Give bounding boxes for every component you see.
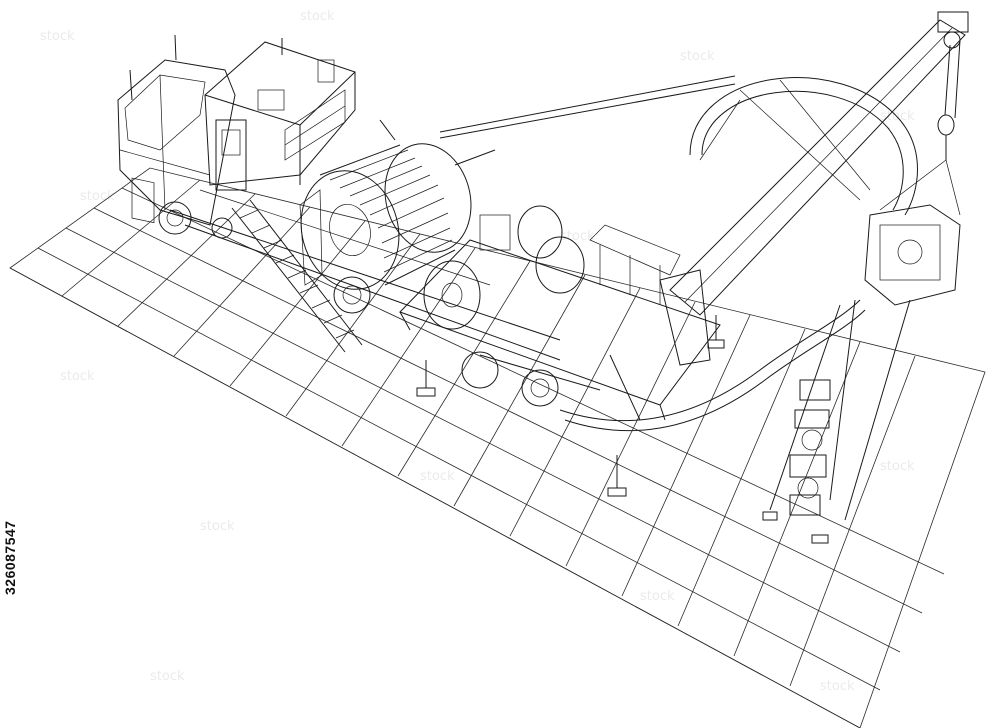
gooseneck-arch bbox=[689, 77, 918, 216]
svg-text:stock: stock bbox=[640, 589, 675, 604]
wellhead-pad-1 bbox=[762, 511, 778, 521]
truck-cab bbox=[117, 34, 236, 239]
boom-pulley bbox=[943, 31, 961, 49]
svg-text:stock: stock bbox=[680, 49, 715, 64]
svg-text:stock: stock bbox=[300, 9, 335, 24]
svg-text:stock: stock bbox=[150, 669, 185, 684]
injector-head bbox=[769, 204, 961, 521]
svg-text:stock: stock bbox=[200, 519, 235, 534]
rear-wheel-2 bbox=[461, 351, 499, 389]
rear-wheel-1 bbox=[333, 276, 371, 314]
main-cable-reel bbox=[299, 119, 496, 290]
ground-grid bbox=[9, 167, 986, 728]
svg-text:stock: stock bbox=[420, 469, 455, 484]
trailer-deck bbox=[399, 205, 721, 421]
cabin-window bbox=[317, 59, 335, 83]
bop-stack bbox=[762, 379, 831, 544]
crane-boom bbox=[659, 11, 969, 366]
svg-text:stock: stock bbox=[80, 189, 115, 204]
rear-wheel-3 bbox=[521, 369, 559, 407]
hose-reel-3 bbox=[535, 236, 585, 294]
hose-reel-2 bbox=[517, 205, 563, 259]
svg-text:stock: stock bbox=[560, 229, 595, 244]
outrigger-pad-2 bbox=[607, 487, 627, 497]
cabin-door bbox=[215, 119, 247, 191]
svg-text:stock: stock bbox=[820, 679, 855, 694]
watermark-layer: stock stock stock stock stock stock stoc… bbox=[40, 9, 915, 694]
stock-image-id: 326087547 bbox=[2, 520, 18, 595]
outrigger-pad-1 bbox=[416, 387, 436, 397]
hose-reel-1 bbox=[423, 260, 481, 330]
wellhead-pad-2 bbox=[811, 534, 829, 544]
front-wheel bbox=[158, 201, 192, 235]
svg-text:stock: stock bbox=[40, 29, 75, 44]
control-panel-window bbox=[284, 89, 346, 161]
coiled-tubing-line bbox=[559, 299, 866, 432]
truck-chassis bbox=[169, 189, 561, 407]
access-stairs bbox=[231, 199, 363, 353]
hook-block bbox=[937, 114, 955, 136]
outrigger-pad-3 bbox=[707, 339, 725, 349]
control-cabin bbox=[204, 38, 356, 191]
outrigger-stabilizers bbox=[416, 315, 725, 497]
tubing-guide-cable bbox=[439, 75, 736, 139]
svg-text:stock: stock bbox=[60, 369, 95, 384]
svg-text:stock: stock bbox=[880, 459, 915, 474]
